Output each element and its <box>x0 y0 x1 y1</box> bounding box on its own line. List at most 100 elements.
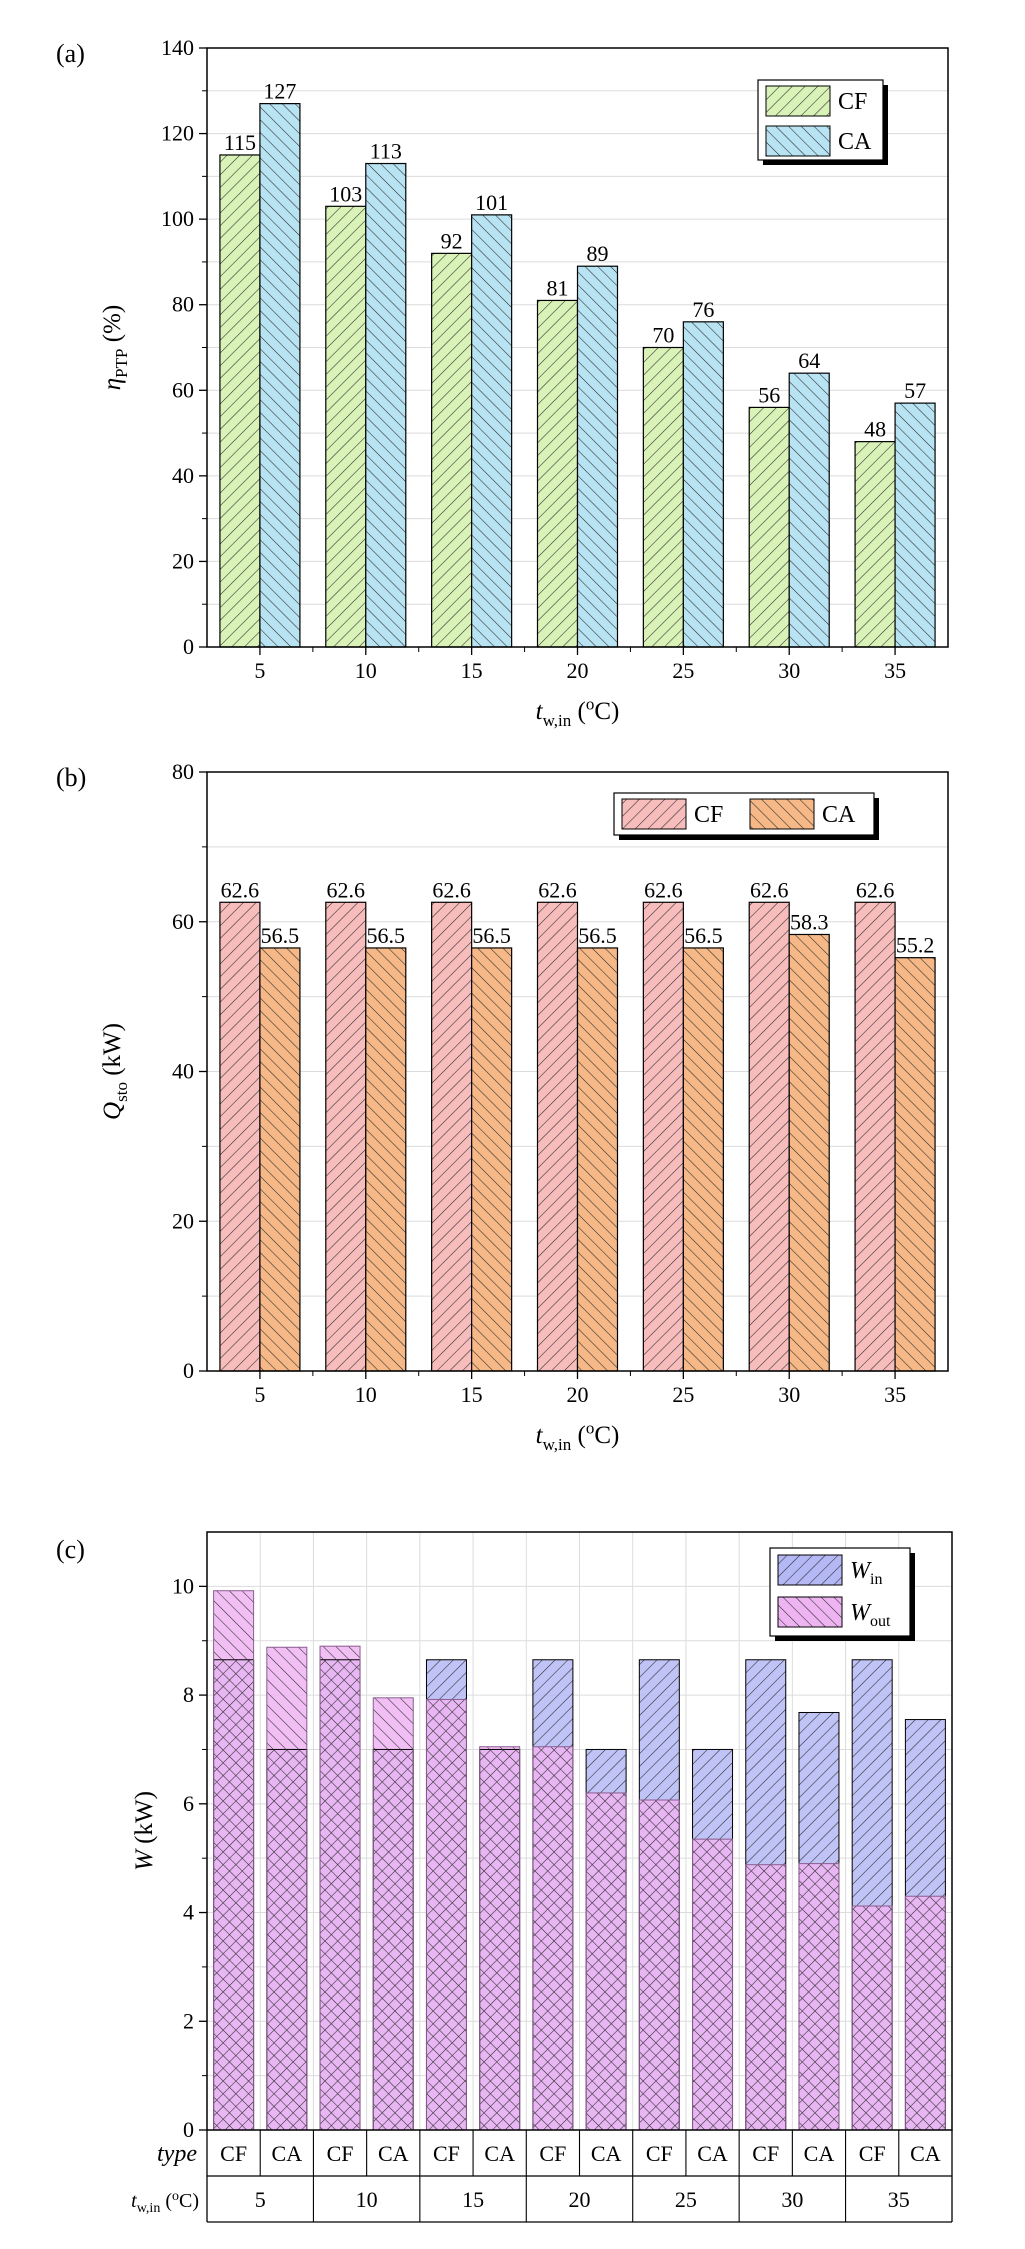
x-axis-label-unit-sup: o <box>586 1419 595 1438</box>
bar-hatch-ca <box>471 947 513 1372</box>
legend-swatch-hatch <box>777 1596 843 1628</box>
y-tick-label: 6 <box>183 1791 194 1816</box>
x-axis-label-unit-end: C) <box>594 1422 619 1449</box>
y-tick-label: 40 <box>172 463 194 488</box>
x-tick-label: 35 <box>884 1382 906 1407</box>
x-tick-label: 30 <box>778 1382 800 1407</box>
y-tick-label: 100 <box>161 206 194 231</box>
bar-hatch-cf <box>431 901 473 1372</box>
y-axis-label-unit: (kW) <box>99 1023 126 1082</box>
data-label: 76 <box>692 297 714 322</box>
bar-hatch-cf <box>854 901 896 1372</box>
x-axis-label-unit-end: C) <box>594 698 619 725</box>
group-cell: 30 <box>781 2187 803 2212</box>
data-label: 58.3 <box>790 909 829 934</box>
x-axis-label-sub: w,in <box>543 711 572 730</box>
y-tick-label: 120 <box>161 121 194 146</box>
x-tick-label: 25 <box>672 658 694 683</box>
data-label: 56.5 <box>578 923 617 948</box>
y-axis-label: ηPTP (%) <box>99 305 131 390</box>
y-axis-label: Qsto (kW) <box>99 1023 131 1120</box>
bar-hatch-cf <box>536 901 579 1372</box>
type-cell: CF <box>646 2141 673 2166</box>
data-label: 70 <box>652 323 674 348</box>
x-axis-label: tw,in (oC) <box>536 695 620 731</box>
legend-swatch-hatch <box>749 798 815 830</box>
type-cell: CF <box>539 2141 566 2166</box>
type-cell: CA <box>697 2141 728 2166</box>
bar-hatch-ca <box>788 933 830 1372</box>
bar-hatch-ca <box>365 947 407 1372</box>
legend-label-cf: CF <box>838 89 867 115</box>
legend-label-main: W <box>850 1600 872 1626</box>
data-label: 56.5 <box>684 923 723 948</box>
data-label: 56.5 <box>261 923 300 948</box>
bar-hatch-ca <box>259 103 301 648</box>
legend-label-sub: out <box>870 1613 891 1630</box>
y-tick-label: 20 <box>172 548 194 573</box>
bar-hatch-w-out <box>585 1792 627 2131</box>
type-cell: CA <box>484 2141 515 2166</box>
group-row-label-sub: w,in <box>137 2201 161 2216</box>
y-tick-label: 80 <box>172 292 194 317</box>
x-tick-label: 35 <box>884 658 906 683</box>
data-label: 127 <box>263 79 296 104</box>
y-tick-label: 140 <box>161 35 194 60</box>
x-tick-label: 10 <box>355 1382 377 1407</box>
x-axis-label: tw,in (oC) <box>536 1419 620 1455</box>
legend-label-ca: CA <box>822 802 856 828</box>
chart-panel-a: 1151039281705648127113101897664570204060… <box>56 35 949 731</box>
bar-hatch-w-out <box>213 1590 255 2131</box>
bar-hatch-w-out <box>798 1863 840 2131</box>
x-tick-label: 5 <box>254 1382 265 1407</box>
y-axis-label-unit: (kW) <box>131 1791 158 1850</box>
bar-hatch-cf <box>748 406 790 648</box>
bar-hatch-w-out <box>745 1864 787 2131</box>
bar-hatch-ca <box>894 402 936 648</box>
type-row-label: type <box>157 2141 197 2167</box>
bar-hatch-cf <box>642 901 684 1372</box>
data-label: 103 <box>329 181 362 206</box>
bar-hatch-w-out <box>904 1895 946 2131</box>
x-tick-label: 15 <box>461 658 483 683</box>
bar-hatch-cf <box>748 901 790 1372</box>
bar-hatch-cf <box>325 901 367 1372</box>
legend-label: Win <box>850 1558 882 1588</box>
y-axis-label-main: Q <box>99 1102 126 1120</box>
data-label: 48 <box>864 417 886 442</box>
y-axis-label: W (kW) <box>131 1791 158 1871</box>
data-label: 56 <box>758 382 780 407</box>
type-cell: CF <box>220 2141 247 2166</box>
x-axis-label-unit: ( <box>571 698 586 725</box>
group-row-label-main: t <box>131 2190 137 2212</box>
x-tick-label: 20 <box>567 1382 589 1407</box>
y-tick-label: 0 <box>183 1358 194 1383</box>
type-cell: CA <box>804 2141 835 2166</box>
group-cell: 20 <box>569 2187 591 2212</box>
bar-hatch-ca <box>471 214 513 648</box>
x-axis-label-unit: ( <box>571 1422 586 1449</box>
data-label: 101 <box>475 190 508 215</box>
bar-hatch-cf <box>536 299 579 648</box>
y-tick-label: 10 <box>172 1573 194 1598</box>
data-label: 113 <box>370 139 402 164</box>
legend-label-cf: CF <box>694 802 723 828</box>
legend-label-main: W <box>850 1558 872 1584</box>
bar-hatch-w-out <box>372 1697 414 2131</box>
x-tick-label: 30 <box>778 658 800 683</box>
y-tick-label: 60 <box>172 909 194 934</box>
y-tick-label: 0 <box>183 634 194 659</box>
x-tick-label: 10 <box>355 658 377 683</box>
bar-hatch-ca <box>894 957 936 1372</box>
panel-label: (a) <box>56 39 85 68</box>
data-label: 62.6 <box>221 877 260 902</box>
bar-hatch-w-out <box>319 1645 361 2131</box>
data-label: 62.6 <box>432 877 471 902</box>
group-row-label-unit-end: C) <box>179 2190 199 2212</box>
type-cell: CF <box>433 2141 460 2166</box>
bar-hatch-w-out <box>851 1905 893 2131</box>
x-axis-label-main: t <box>536 698 544 725</box>
